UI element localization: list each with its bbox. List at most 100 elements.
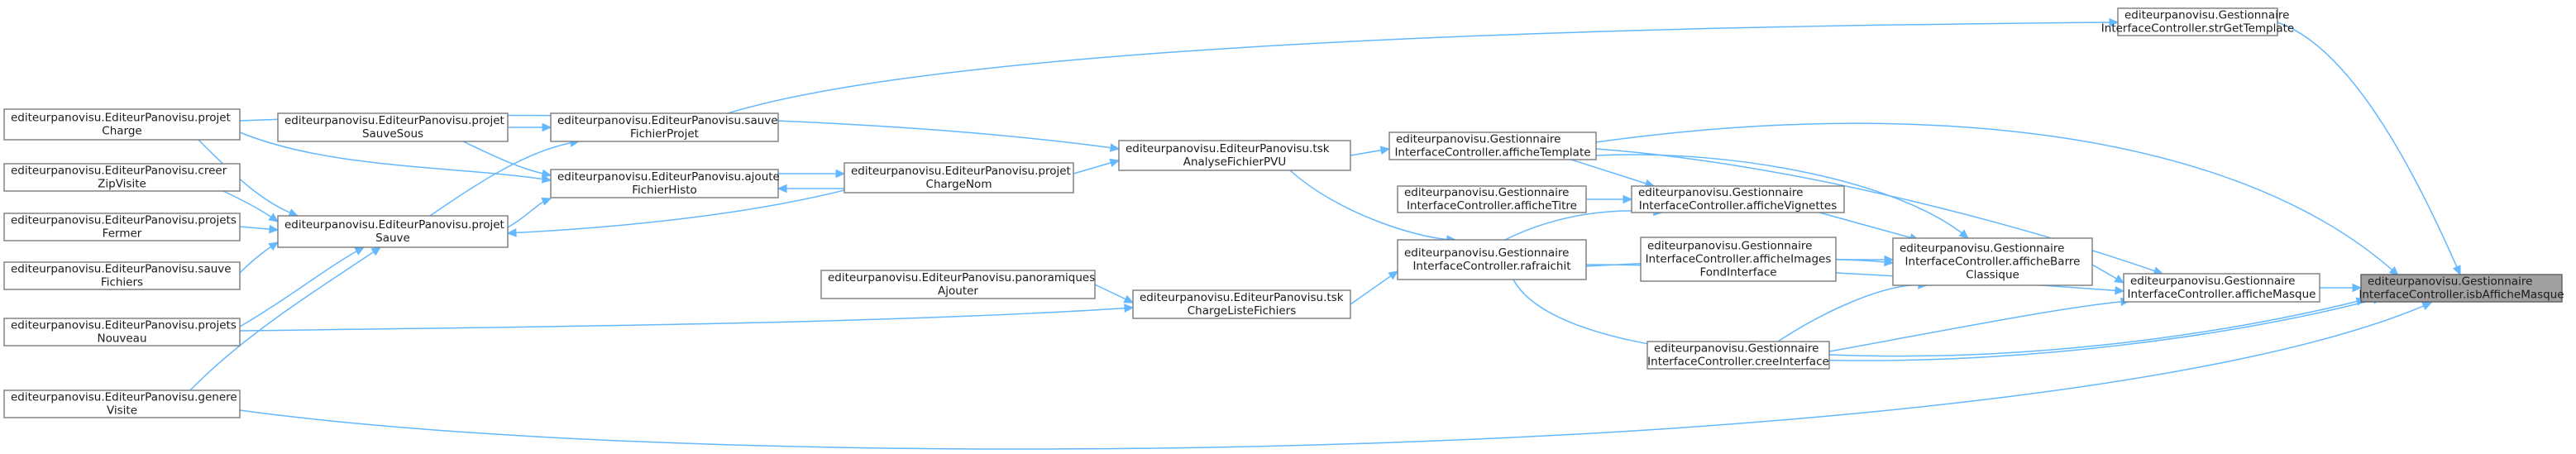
- arrow-head: [2352, 283, 2363, 293]
- node-label-line: Ajouter: [938, 284, 978, 298]
- arrow-head: [541, 198, 552, 206]
- edge-line: [507, 189, 845, 234]
- node-box: [1631, 185, 1845, 213]
- node-label-line: InterfaceController.afficheTitre: [1407, 199, 1577, 213]
- node-label-line: InterfaceController.afficheMasque: [2128, 288, 2316, 301]
- node-strGetTemplate[interactable]: editeurpanovisu.GestionnaireInterfaceCon…: [2101, 7, 2294, 36]
- node-projetsNouveau[interactable]: editeurpanovisu.EditeurPanovisu.projetsN…: [3, 318, 241, 346]
- node-label-line: InterfaceController.afficheImages: [1646, 253, 1832, 266]
- arrow-head: [1884, 257, 1895, 267]
- node-label-line: editeurpanovisu.EditeurPanovisu.panorami…: [828, 271, 1095, 284]
- node-label-line: editeurpanovisu.EditeurPanovisu.genere: [11, 391, 237, 404]
- node-label-line: Fichiers: [101, 276, 143, 289]
- edge-projetChargeNom-to-projetSauve: [506, 189, 845, 237]
- edge-line: [1289, 170, 1456, 241]
- node-sauveFichierProjet[interactable]: editeurpanovisu.EditeurPanovisu.sauveFic…: [550, 112, 779, 142]
- node-ajouteFichierHisto[interactable]: editeurpanovisu.EditeurPanovisu.ajouteFi…: [550, 169, 780, 198]
- node-rafraichit[interactable]: editeurpanovisu.GestionnaireInterfaceCon…: [1397, 239, 1587, 280]
- node-afficheTitre[interactable]: editeurpanovisu.GestionnaireInterfaceCon…: [1397, 185, 1587, 213]
- node-genereVisite[interactable]: editeurpanovisu.EditeurPanovisu.genereVi…: [3, 389, 241, 418]
- edge-projetChargeNom-to-tskAnalyse: [1073, 158, 1121, 174]
- node-afficheBarreClassique[interactable]: editeurpanovisu.GestionnaireInterfaceCon…: [1892, 237, 2093, 286]
- arrow-head: [2114, 275, 2125, 284]
- node-label-line: InterfaceController.creeInterface: [1647, 356, 1829, 369]
- node-afficheImagesFond[interactable]: editeurpanovisu.GestionnaireInterfaceCon…: [1640, 237, 1837, 282]
- arrow-head: [835, 169, 846, 179]
- edge-line: [189, 246, 381, 391]
- arrow-head: [542, 122, 552, 132]
- arrow-head: [2452, 265, 2461, 276]
- node-panoramiquesAjouter[interactable]: editeurpanovisu.EditeurPanovisu.panorami…: [820, 270, 1096, 299]
- node-box: [277, 215, 509, 248]
- edge-projetsNouveau-to-projetSauve: [239, 246, 366, 327]
- node-afficheVignettes[interactable]: editeurpanovisu.GestionnaireInterfaceCon…: [1631, 185, 1845, 213]
- edge-projetSauveSous-to-sauveFichierProjet: [508, 122, 552, 132]
- node-afficheMasque[interactable]: editeurpanovisu.GestionnaireInterfaceCon…: [2123, 273, 2320, 303]
- node-projetSauve[interactable]: editeurpanovisu.EditeurPanovisu.projetSa…: [277, 215, 509, 248]
- edge-line: [1595, 154, 1969, 239]
- edge-line: [1818, 212, 1919, 241]
- edge-panoramiquesAjouter-to-tskCharge: [1094, 284, 1135, 303]
- edge-creerZipVisite-to-projetSauve: [222, 190, 279, 222]
- node-label-line: editeurpanovisu.EditeurPanovisu.tsk: [1126, 142, 1330, 155]
- edge-creeInterface-to-afficheMasque: [1828, 297, 2131, 352]
- node-box: [1397, 185, 1587, 213]
- node-sauveFichiers[interactable]: editeurpanovisu.EditeurPanovisu.sauveFic…: [3, 261, 241, 290]
- edge-line: [1350, 270, 1398, 305]
- node-box: [1892, 237, 2093, 286]
- node-label-line: editeurpanovisu.Gestionnaire: [1404, 246, 1569, 260]
- arrow-head: [269, 224, 280, 234]
- node-box: [1388, 131, 1597, 160]
- node-label-line: editeurpanovisu.EditeurPanovisu.sauve: [11, 263, 232, 276]
- node-box: [550, 169, 779, 198]
- node-label-line: InterfaceController.rafraichit: [1412, 260, 1570, 273]
- node-label-line: Nouveau: [97, 332, 146, 346]
- edge-projetsFermer-to-projetSauve: [239, 224, 280, 234]
- node-root[interactable]: editeurpanovisu.GestionnaireInterfaceCon…: [2359, 274, 2564, 303]
- edge-afficheTitre-to-afficheVignettes: [1586, 194, 1633, 204]
- node-label-line: editeurpanovisu.EditeurPanovisu.projets: [11, 319, 237, 332]
- arrow-head: [1109, 143, 1121, 152]
- node-label-line: FondInterface: [1699, 266, 1776, 280]
- arrow-head: [370, 246, 382, 256]
- edge-creeInterface-to-afficheBarreClassique: [1777, 280, 1928, 342]
- edge-afficheTemplate-to-afficheMasque: [1595, 148, 2164, 275]
- node-projetSauveSous[interactable]: editeurpanovisu.EditeurPanovisu.projetSa…: [277, 112, 509, 142]
- arrow-head: [1623, 194, 1633, 204]
- node-tskAnalyse[interactable]: editeurpanovisu.EditeurPanovisu.tskAnaly…: [1118, 140, 1351, 171]
- node-label-line: InterfaceController.isbAfficheMasque: [2359, 289, 2564, 302]
- node-box: [3, 213, 241, 241]
- arrow-head: [1388, 270, 1398, 280]
- edge-afficheBarreClassique-to-afficheMasque: [2091, 264, 2125, 284]
- node-label-line: InterfaceController.afficheBarre: [1905, 256, 2081, 269]
- edge-line: [1513, 279, 2382, 361]
- edge-line: [1595, 122, 2399, 276]
- node-creeInterface[interactable]: editeurpanovisu.GestionnaireInterfaceCon…: [1646, 341, 1830, 370]
- edge-projetCharge-to-ajouteFichierHisto: [239, 131, 552, 184]
- node-afficheTemplate[interactable]: editeurpanovisu.GestionnaireInterfaceCon…: [1388, 131, 1597, 160]
- node-label-line: Classique: [1966, 269, 2019, 282]
- node-tskCharge[interactable]: editeurpanovisu.EditeurPanovisu.tskCharg…: [1132, 289, 1351, 319]
- node-box: [3, 389, 241, 418]
- node-box: [1646, 341, 1830, 370]
- node-creerZipVisite[interactable]: editeurpanovisu.EditeurPanovisu.creerZip…: [3, 163, 241, 192]
- edge-line: [239, 307, 1134, 332]
- arrow-head: [2115, 285, 2125, 295]
- node-projetChargeNom[interactable]: editeurpanovisu.EditeurPanovisu.projetCh…: [844, 162, 1074, 194]
- node-box: [2123, 273, 2320, 303]
- edge-line: [2277, 22, 2461, 275]
- node-label-line: InterfaceController.strGetTemplate: [2101, 22, 2294, 36]
- node-box: [1118, 140, 1351, 171]
- node-label-line: editeurpanovisu.EditeurPanovisu.projet: [284, 114, 504, 127]
- node-label-line: editeurpanovisu.Gestionnaire: [1396, 133, 1560, 146]
- node-projetCharge[interactable]: editeurpanovisu.EditeurPanovisu.projetCh…: [3, 108, 241, 141]
- arrow-head: [1379, 146, 1391, 155]
- edge-tskCharge-to-rafraichit: [1350, 270, 1398, 305]
- arrow-head: [2109, 17, 2120, 27]
- node-projetsFermer[interactable]: editeurpanovisu.EditeurPanovisu.projetsF…: [3, 213, 241, 241]
- node-label-line: Sauve: [375, 232, 410, 245]
- node-box: [1132, 289, 1351, 319]
- edge-line: [1595, 148, 2163, 275]
- arrow-head: [1109, 158, 1121, 167]
- node-box: [2117, 7, 2278, 36]
